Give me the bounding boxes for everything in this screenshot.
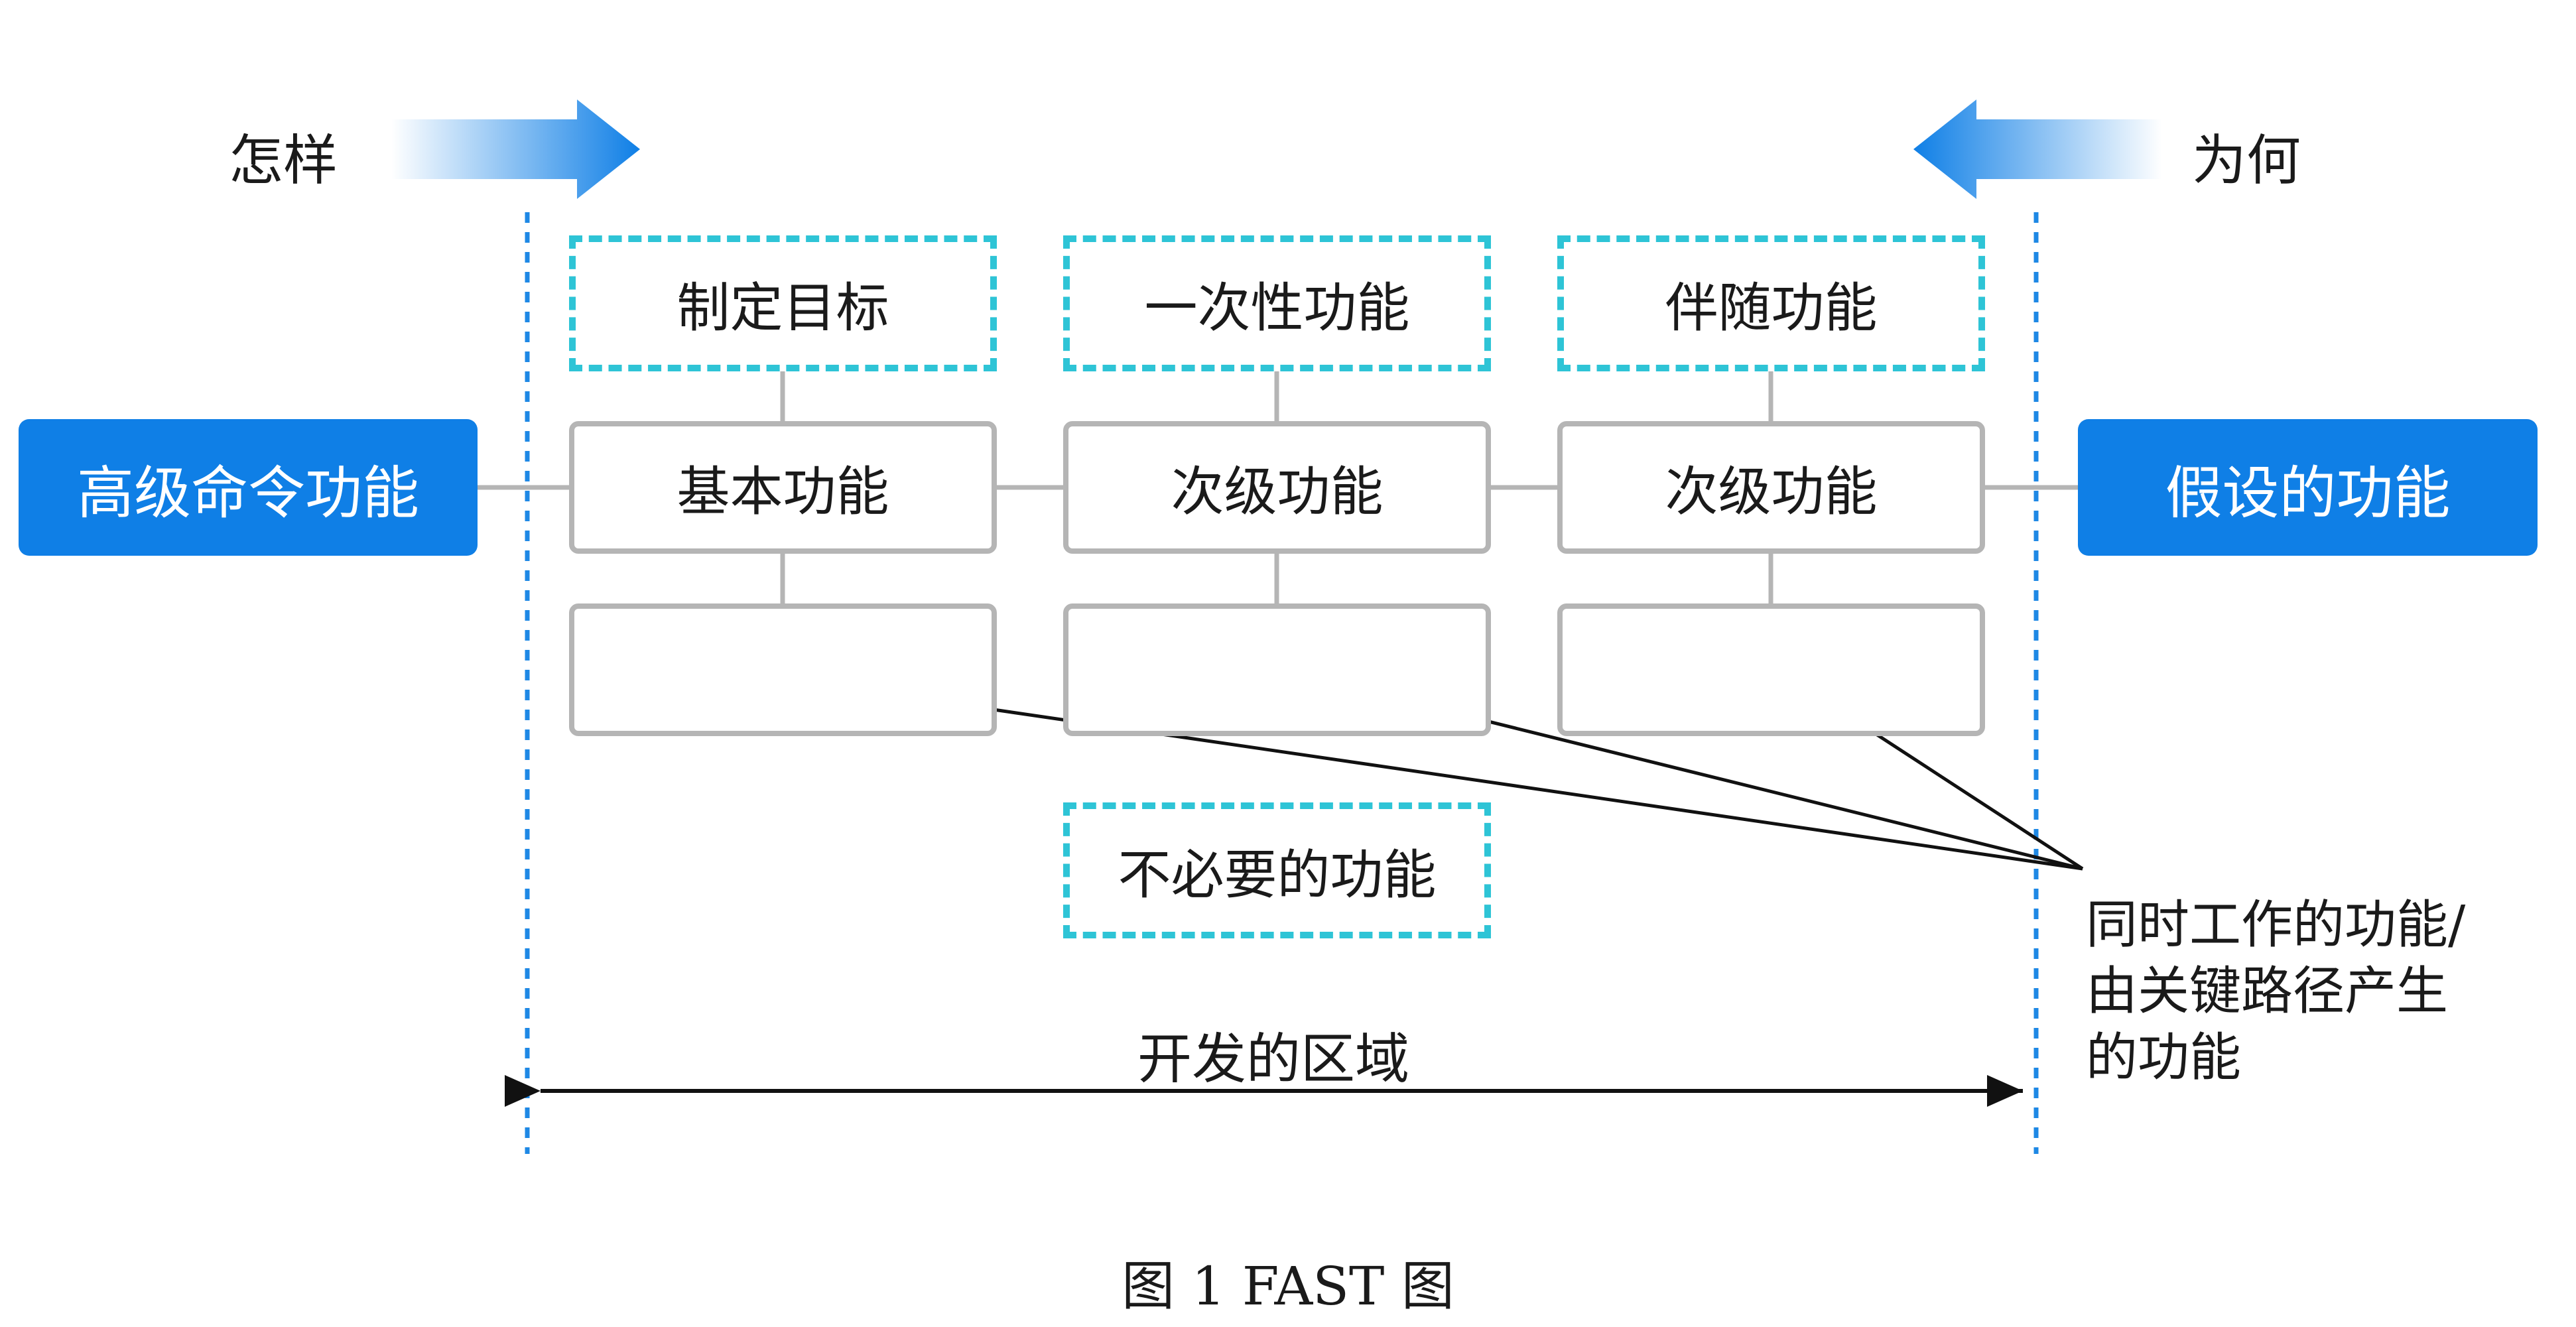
higher-order-function-label: 高级命令功能 xyxy=(77,460,419,527)
basic-function-box: 基本功能 xyxy=(569,421,997,554)
unnecessary-function-label: 不必要的功能 xyxy=(1118,844,1437,906)
assumed-function-label: 假设的功能 xyxy=(2165,460,2451,527)
empty-function-box-3 xyxy=(1557,603,1985,736)
accompanying-function-label: 伴随功能 xyxy=(1665,277,1878,339)
secondary-function-box-1: 次级功能 xyxy=(1063,421,1491,554)
development-scope-label: 开发的区域 xyxy=(1137,1028,1409,1091)
accompanying-function-box: 伴随功能 xyxy=(1557,235,1985,371)
unnecessary-function-box: 不必要的功能 xyxy=(1063,802,1491,938)
secondary-function-label-2: 次级功能 xyxy=(1665,461,1878,523)
one-time-function-box: 一次性功能 xyxy=(1063,235,1491,371)
one-time-function-label: 一次性功能 xyxy=(1144,277,1410,339)
how-arrow-icon xyxy=(391,99,640,199)
secondary-function-box-2: 次级功能 xyxy=(1557,421,1985,554)
basic-function-label: 基本功能 xyxy=(676,461,889,523)
higher-order-function-box: 高级命令功能 xyxy=(19,419,478,556)
set-goal-label: 制定目标 xyxy=(676,277,889,339)
empty-function-box-2 xyxy=(1063,603,1491,736)
vertical-connectors xyxy=(780,371,1773,607)
assumed-function-box: 假设的功能 xyxy=(2078,419,2538,556)
set-goal-box: 制定目标 xyxy=(569,235,997,371)
secondary-function-label-1: 次级功能 xyxy=(1171,461,1384,523)
why-label: 为何 xyxy=(2192,129,2301,192)
empty-function-box-1 xyxy=(569,603,997,736)
why-arrow-icon xyxy=(1913,99,2162,199)
figure-caption: 图 1 FAST 图 xyxy=(1122,1255,1454,1317)
how-label: 怎样 xyxy=(229,129,338,192)
concurrent-function-note: 同时工作的功能/由关键路径产生的功能 xyxy=(2086,895,2466,1088)
